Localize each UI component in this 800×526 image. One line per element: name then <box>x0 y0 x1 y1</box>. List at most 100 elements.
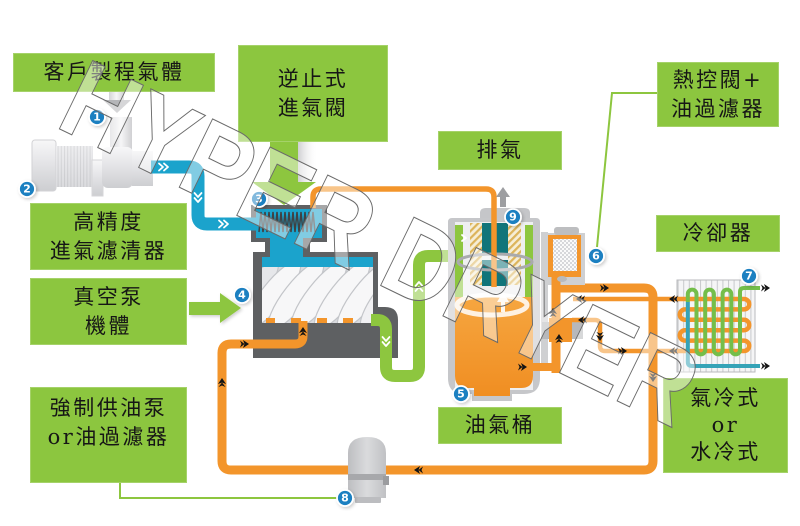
oil-film <box>266 318 275 323</box>
label-intake-filter: 高精度 進氣濾清器 <box>30 203 187 270</box>
label-oil-tank: 油氣桶 <box>438 407 562 444</box>
process-gas-pipe <box>151 160 258 231</box>
badge-number: 9 <box>509 211 517 224</box>
badge-process-gas-inlet: 1 <box>88 108 106 126</box>
flow-arrow-icon <box>618 347 627 355</box>
cooler-coolant-coil <box>685 286 760 357</box>
badge-number: 5 <box>457 388 465 401</box>
check-intake-valve <box>251 205 327 259</box>
cooler-return-pipe <box>572 317 678 354</box>
flow-arrow-icon <box>578 316 587 324</box>
flow-chevron-icon <box>193 192 203 203</box>
label-text: 機體 <box>85 313 132 338</box>
label-text: 進氣閥 <box>277 95 349 120</box>
arrow-stem <box>109 92 124 102</box>
badge-number: 2 <box>23 183 31 196</box>
cooler-coolant-outlet <box>685 302 760 368</box>
label-text: 油過濾器 <box>671 96 765 121</box>
label-process-gas: 客戶製程氣體 <box>13 53 215 92</box>
flow-arrow-icon <box>649 373 657 382</box>
filter-element <box>553 239 577 271</box>
thermo-valve-seat <box>570 322 583 339</box>
filter-drain <box>557 276 567 282</box>
pump-base <box>355 497 381 503</box>
flow-arrow-icon <box>596 332 604 341</box>
swirl-ring <box>454 292 530 318</box>
callout-line-oil-pump <box>119 483 338 499</box>
label-cooling-type: 氣冷式 or 水冷式 <box>663 378 788 473</box>
flow-arrow-icon <box>761 362 770 370</box>
oil-film <box>343 318 353 323</box>
cooler-oil-coil <box>677 296 752 354</box>
flow-arrow-icon <box>555 334 563 343</box>
badge-thermo-valve-oil-filter: 6 <box>587 247 605 265</box>
label-thermo-valve-oil-filter: 熱控閥+ 油過濾器 <box>657 62 779 127</box>
forced-oil-pump <box>348 437 389 503</box>
fitting-elbow <box>102 147 133 188</box>
flow-chevron-icon <box>158 162 169 172</box>
tank-oil <box>455 297 533 396</box>
oil-film <box>291 318 301 323</box>
oil-return-pipe <box>217 283 658 475</box>
oil-gas-pipe <box>371 250 458 382</box>
check-valve-pointer-arrow-icon <box>252 142 318 205</box>
valve-spring <box>258 211 316 233</box>
intake-filter-fitting <box>31 117 153 197</box>
filter-cap <box>554 227 579 235</box>
fitting-end-cap <box>31 139 57 192</box>
manifold-housing <box>541 232 548 364</box>
thermo-valve-body <box>549 318 572 342</box>
flow-arrow-icon <box>761 284 770 292</box>
badge-exhaust: 9 <box>504 208 522 226</box>
pump-cylinder <box>348 437 386 498</box>
valve-passage <box>270 236 303 259</box>
label-text: 進氣濾清器 <box>49 238 168 263</box>
badge-oil-tank: 5 <box>452 385 470 403</box>
label-pump-body: 真空泵 機體 <box>30 278 187 345</box>
label-cooler: 冷卻器 <box>656 215 780 252</box>
callout-line-thermo-valve <box>596 92 657 248</box>
badge-number: 3 <box>255 193 263 206</box>
flow-arrow-icon <box>576 295 585 303</box>
flow-arrow-icon <box>600 284 609 292</box>
exhaust-arrow-icon <box>496 187 510 207</box>
badge-intake-filter: 2 <box>18 180 36 198</box>
flow-chevron-icon <box>381 336 391 347</box>
oil-cooler <box>676 279 760 373</box>
label-text: 高精度 <box>73 209 144 234</box>
swirl-arrow-icon <box>497 292 509 312</box>
arrow-head <box>103 100 131 113</box>
badge-pump-body: 4 <box>233 286 251 304</box>
flow-arrow-icon <box>414 466 423 474</box>
pump-band <box>348 474 386 480</box>
label-text: or <box>711 413 740 437</box>
vacuum-pump-body <box>253 252 398 358</box>
flow-chevron-icon <box>414 281 424 292</box>
flow-arrow-icon <box>669 347 678 355</box>
badge-number: 8 <box>341 492 349 505</box>
flow-arrow-icon <box>240 340 249 348</box>
fitting-outlet <box>132 151 153 186</box>
label-text: 客戶製程氣體 <box>43 60 185 84</box>
label-text: 油氣桶 <box>464 413 536 437</box>
badge-cooler: 7 <box>740 267 758 285</box>
pump-intake-chamber <box>262 257 373 270</box>
oil-film <box>317 318 327 323</box>
label-text: 熱控閥+ <box>672 67 764 92</box>
process-gas-inflow-arrow-icon <box>103 92 131 113</box>
flow-chevron-icon <box>218 219 229 229</box>
badge-number: 6 <box>592 250 600 263</box>
fitting-threads-shade <box>56 146 93 187</box>
discharge-pipe <box>310 186 497 287</box>
label-text: 水冷式 <box>690 440 761 464</box>
badge-number: 7 <box>745 270 753 283</box>
label-text: 排氣 <box>476 138 524 162</box>
pump-body-pointer-arrow-icon <box>189 293 241 323</box>
flow-arrow-icon <box>218 378 226 387</box>
flow-chevron-icon <box>461 234 467 242</box>
thermo-valve-oil-filter <box>512 227 585 373</box>
screw-rotors <box>262 267 373 323</box>
badge-number: 4 <box>238 289 246 302</box>
label-oil-pump: 強制供油泵 or油過濾器 <box>30 387 187 483</box>
